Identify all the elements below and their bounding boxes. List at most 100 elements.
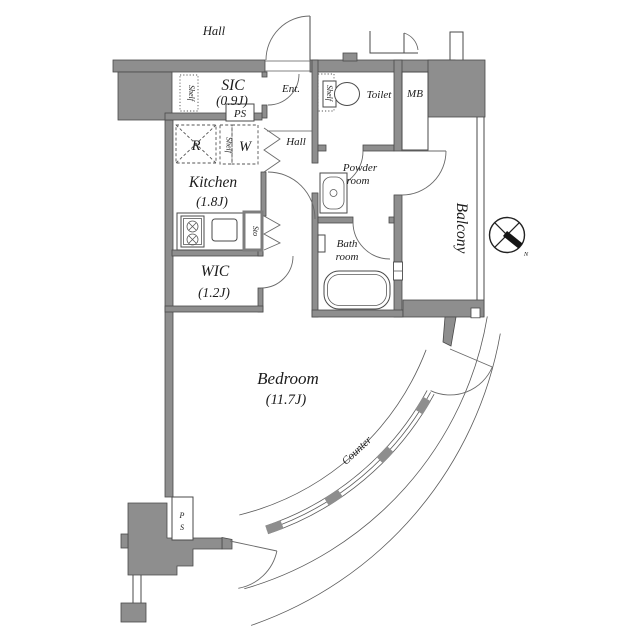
wic-door-arc	[260, 255, 294, 289]
neighbor-door-frame	[369, 31, 418, 54]
sic-label: SIC	[221, 77, 245, 94]
meter-box	[401, 71, 429, 151]
curved-facade	[221, 316, 501, 626]
hall-label: Hall	[285, 136, 306, 148]
washer-shelf-label: Shelf	[225, 137, 234, 155]
ent-label: Ent.	[281, 83, 300, 95]
corridor-decorations	[265, 15, 464, 63]
storage-box	[242, 210, 264, 252]
hall-bath-wall	[311, 192, 319, 318]
top-wall-bump	[342, 52, 358, 62]
kitchen-label: Kitchen	[188, 174, 237, 191]
powder-label-2: room	[347, 175, 370, 187]
bath-niche	[317, 234, 326, 253]
ps-upper-box	[225, 103, 255, 122]
wic-label: WIC	[201, 263, 230, 280]
powder-bath-area	[317, 172, 391, 310]
curve-wall-wedge	[442, 316, 457, 347]
window-mullion-1	[265, 520, 284, 535]
balcony-curve-inner-edge	[244, 316, 488, 590]
window-end-stub	[221, 537, 233, 550]
bath-label-1: Bath	[337, 238, 358, 250]
curve-door-top-arc	[430, 366, 493, 396]
toilet-shelf-outline	[317, 73, 335, 112]
toilet-label: Toilet	[367, 89, 393, 101]
washbasin-icon	[319, 172, 348, 214]
window-mullion-3	[376, 446, 394, 464]
bath-door-arc	[352, 221, 391, 260]
kitchen-sink-icon	[211, 218, 238, 242]
balcony-structure	[393, 71, 485, 347]
balcony-label: Balcony	[453, 203, 470, 254]
powder-balcony-wall	[393, 194, 403, 263]
window-line-inner	[265, 390, 428, 527]
fridge-box-icon	[175, 124, 217, 164]
north-label: N	[523, 251, 529, 258]
north-arrow	[502, 230, 523, 249]
powder-bath-wall-left	[317, 216, 354, 224]
toilet-right-wall	[393, 59, 403, 152]
closet-accordion-door	[263, 127, 281, 173]
ps-lower-label-1: P	[179, 511, 185, 520]
window-line-outer	[267, 394, 435, 535]
sic-door-arc	[267, 73, 300, 106]
ps-lower-label-2: S	[180, 523, 184, 532]
fridge-cross-2	[175, 124, 217, 164]
compass-icon	[488, 216, 526, 254]
corridor-hall-label: Hall	[202, 24, 226, 38]
bedroom-area-label: (11.7J)	[266, 392, 307, 408]
bottom-pillar	[120, 602, 147, 623]
curve-door-bottom-leaf	[229, 540, 277, 552]
sic-area-label: (0.9J)	[216, 93, 248, 108]
storage-accordion-door	[263, 215, 282, 251]
curve-door-top-leaf	[449, 348, 493, 368]
washer-box-icon	[231, 124, 259, 165]
hall-toilet-wall	[311, 59, 319, 164]
hall-bedroom-door-arc	[267, 171, 316, 220]
counter-edge-arc	[239, 349, 427, 516]
interior-walls	[164, 59, 404, 318]
closet-area	[175, 124, 318, 220]
sic-ent-wall-stub-top	[261, 71, 268, 78]
counter-label: Counter	[340, 434, 375, 468]
wic-area-label: (1.2J)	[198, 285, 230, 300]
toilet-powder-wall-left	[317, 144, 327, 152]
corner-column-top-right	[427, 59, 486, 118]
ps-lower-box	[171, 496, 194, 541]
labels: Hall SIC (0.9J) Shelf Ent. PS Toilet She…	[179, 24, 529, 532]
kitchen-area-label: (1.8J)	[196, 194, 228, 209]
stove-icon	[180, 215, 205, 248]
kitchen-hall-wall	[260, 171, 267, 217]
sic-shelf-label: Shelf	[187, 85, 196, 103]
top-wall-left	[112, 59, 266, 73]
bottom-column-tab	[120, 533, 129, 549]
fridge-label: R	[191, 138, 201, 154]
sic-shelf-outline	[179, 74, 199, 112]
window-mullion-2	[324, 489, 343, 506]
powder-bath-wall-right	[388, 216, 395, 224]
bathtub-icon	[323, 270, 391, 310]
ps-upper-label: PS	[233, 108, 247, 120]
bath-label-2: room	[336, 251, 359, 263]
entrance-door-arc	[265, 15, 311, 61]
curve-door-bottom-arc	[238, 550, 278, 589]
bottom-left-structure	[120, 496, 223, 623]
balcony-door-arc	[401, 150, 447, 196]
storage-label: Sto	[251, 226, 260, 236]
kitchen-area	[176, 210, 282, 252]
corner-column-top-left	[117, 71, 173, 121]
bedroom-label: Bedroom	[257, 369, 319, 388]
wic-bottom-wall	[164, 305, 264, 313]
balcony-bottom-wall	[402, 299, 485, 318]
toilet-bowl-icon	[334, 82, 360, 106]
pilaster	[449, 31, 464, 63]
balcony-bottom-notch	[470, 307, 481, 319]
window-line-mid	[266, 392, 431, 531]
mb-label: MB	[406, 88, 423, 100]
toilet-shelf-label: Shelf	[325, 85, 334, 103]
bath-bottom-wall	[311, 309, 404, 318]
bath-window	[393, 261, 403, 281]
powder-label-1: Powder	[342, 162, 378, 174]
